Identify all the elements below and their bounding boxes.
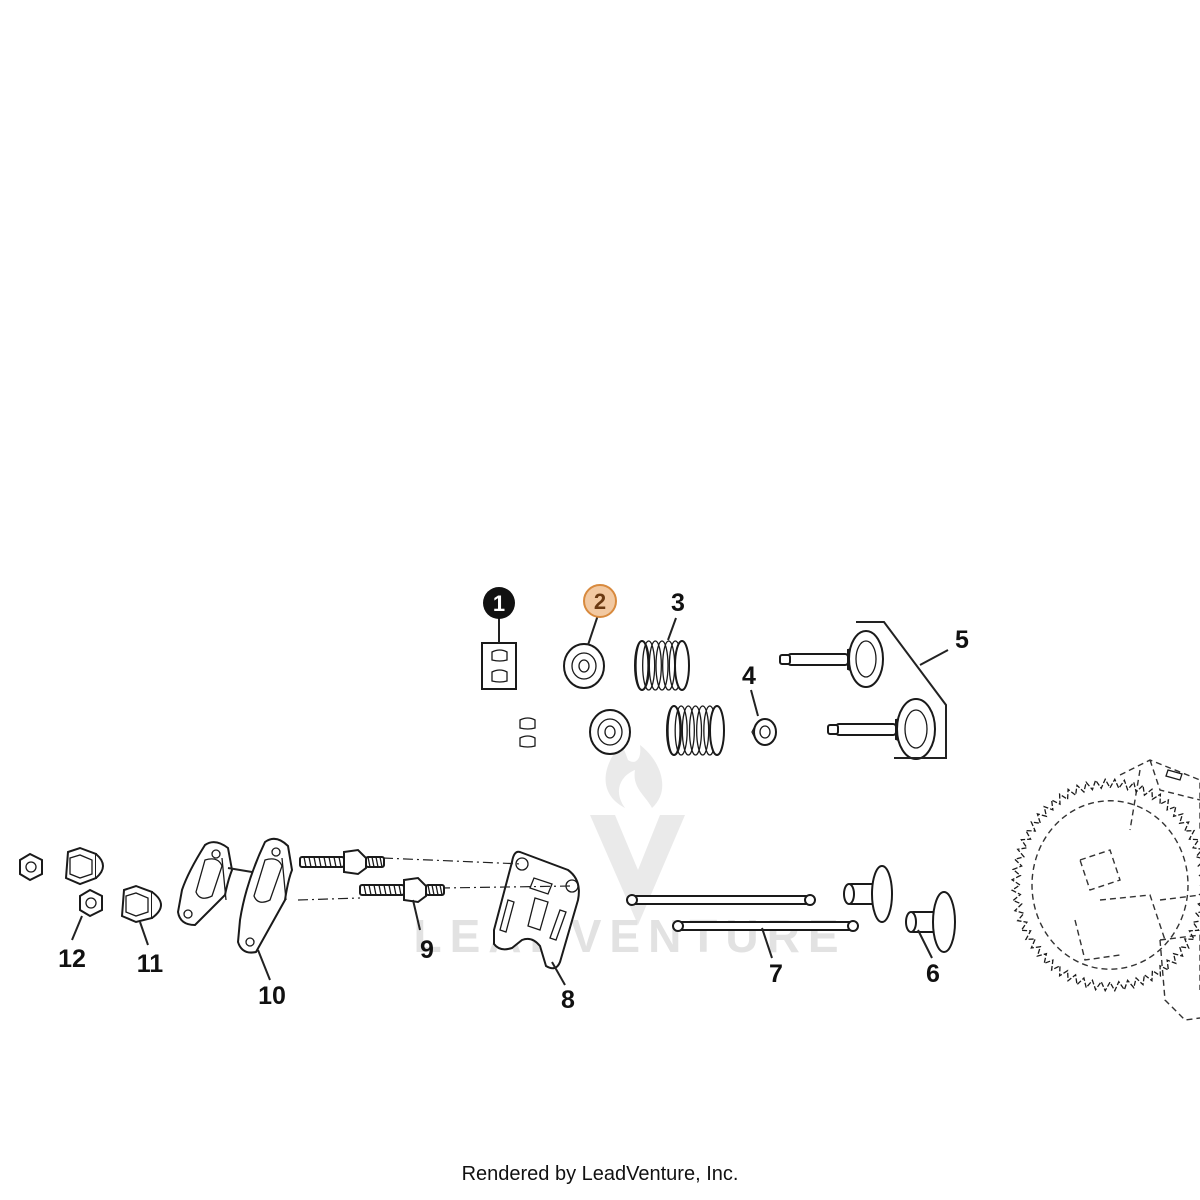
callout-4-label[interactable]: 4 bbox=[742, 662, 756, 690]
callout-10-label[interactable]: 10 bbox=[258, 982, 286, 1010]
tappets[interactable] bbox=[843, 865, 956, 953]
callout-3-label[interactable]: 3 bbox=[671, 589, 685, 617]
push-rods[interactable] bbox=[626, 894, 859, 932]
valves[interactable] bbox=[779, 621, 947, 760]
callout-2-label: 2 bbox=[594, 589, 606, 614]
valve-stem-seal[interactable] bbox=[751, 718, 777, 746]
valve-springs[interactable] bbox=[634, 640, 725, 756]
watermark: LEADVENTURE bbox=[413, 745, 846, 962]
engine-block-context bbox=[1074, 759, 1200, 1021]
callout-11-label[interactable]: 11 bbox=[137, 950, 164, 978]
leader-lines bbox=[71, 614, 949, 986]
callout-1-label: 1 bbox=[493, 591, 505, 616]
footer-credit: Rendered by LeadVenture, Inc. bbox=[461, 1163, 739, 1185]
jam-nuts[interactable] bbox=[19, 852, 103, 918]
spring-retainers[interactable] bbox=[563, 643, 631, 755]
rocker-studs[interactable] bbox=[297, 848, 573, 904]
callout-6-label[interactable]: 6 bbox=[926, 960, 940, 988]
push-rod-guide-plate[interactable] bbox=[493, 850, 580, 970]
callout-1[interactable]: 1 bbox=[483, 587, 515, 619]
callout-9-label[interactable]: 9 bbox=[420, 936, 434, 964]
rocker-arms[interactable] bbox=[176, 837, 294, 954]
callout-8-label[interactable]: 8 bbox=[561, 986, 575, 1014]
rocker-nuts[interactable] bbox=[64, 846, 162, 924]
cam-gear-context bbox=[1010, 777, 1200, 993]
watermark-text: LEADVENTURE bbox=[413, 910, 846, 962]
callout-12-label[interactable]: 12 bbox=[58, 945, 86, 973]
valve-keepers[interactable] bbox=[481, 642, 536, 748]
callout-2[interactable]: 2 bbox=[583, 584, 617, 618]
callout-7-label[interactable]: 7 bbox=[769, 960, 783, 988]
callout-5-label[interactable]: 5 bbox=[955, 626, 969, 654]
